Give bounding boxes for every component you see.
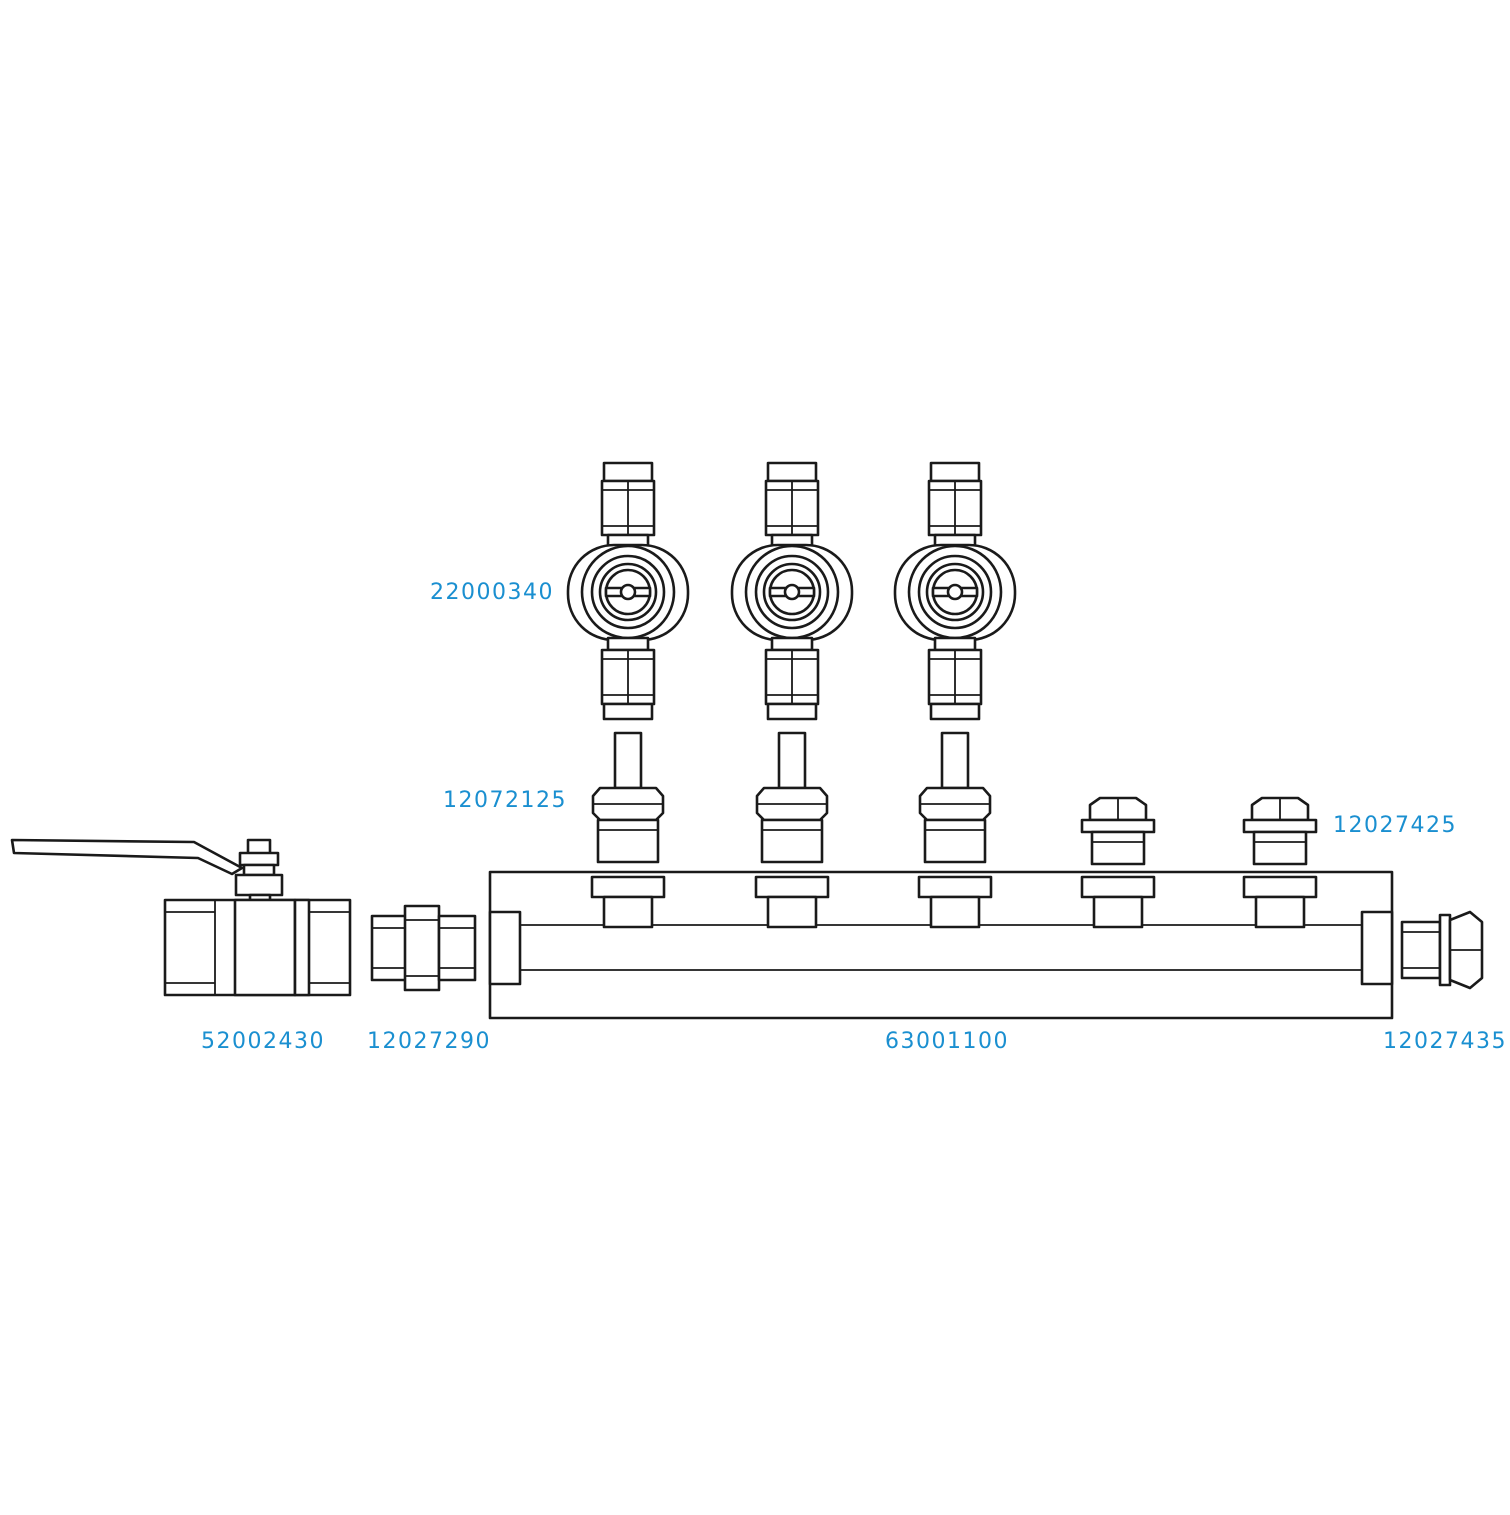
shutoff-valve <box>730 461 854 721</box>
ball-valve <box>10 838 352 997</box>
top-plugs <box>1080 796 1318 866</box>
manifold-outlet <box>1242 875 1318 929</box>
barb-adapter <box>755 731 829 864</box>
hex-nipple <box>370 904 477 992</box>
label-plug-top: 12027425 <box>1333 813 1457 838</box>
manifold-outlet <box>590 875 666 929</box>
shutoff-valve <box>566 461 690 721</box>
barb-adapter <box>918 731 992 864</box>
manifold-outlet <box>917 875 993 929</box>
top-plug <box>1242 796 1318 866</box>
barb-adapter <box>591 731 665 864</box>
manifold-outlet <box>754 875 830 929</box>
label-end-plug: 12027435 <box>1383 1029 1507 1054</box>
shutoff-valves <box>566 461 1017 721</box>
manifold-outlets <box>590 875 1318 929</box>
label-barb-adapter: 12072125 <box>443 788 567 813</box>
end-plug <box>1400 910 1484 990</box>
label-valve-assembly: 22000340 <box>430 580 554 605</box>
barb-adapters <box>591 731 992 864</box>
label-ball-valve: 52002430 <box>201 1029 325 1054</box>
manifold-outlet <box>1080 875 1156 929</box>
label-manifold: 63001100 <box>885 1029 1009 1054</box>
label-nipple: 12027290 <box>367 1029 491 1054</box>
shutoff-valve <box>893 461 1017 721</box>
top-plug <box>1080 796 1156 866</box>
